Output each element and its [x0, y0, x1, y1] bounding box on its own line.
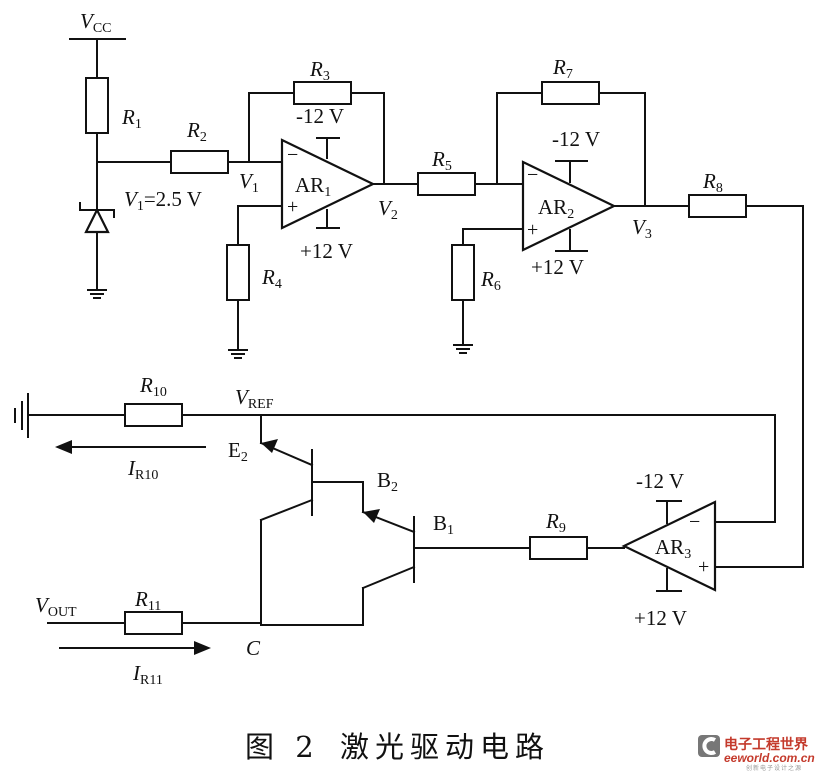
watermark-tagline: 创新电子设计之源 [746, 764, 802, 772]
resistor-r6 [451, 244, 475, 301]
e2-label: E2 [228, 438, 248, 465]
b1-label: B1 [433, 511, 454, 538]
watermark-brand-cn: 电子工程世界 [724, 736, 809, 753]
watermark-url: eeworld.com.cn [724, 751, 815, 765]
r6-label: R6 [480, 267, 501, 294]
opamp-ar2: AR2 − + -12 V +12 V [521, 127, 617, 279]
v2-label: V2 [378, 196, 398, 223]
v1-node-label: V1 [239, 169, 259, 196]
ar1-label: AR1 [295, 173, 331, 200]
transistor-q1 [361, 481, 531, 626]
r9-label: R9 [545, 509, 566, 536]
resistor-r7 [541, 81, 600, 105]
vref-label: VREF [235, 385, 274, 412]
r2-label: R2 [186, 118, 207, 145]
r1-label: R1 [121, 105, 142, 132]
r10-label: R10 [139, 373, 167, 400]
resistor-r1 [85, 77, 109, 134]
figure-number: 图 2 [245, 730, 320, 764]
resistor-r9 [529, 536, 588, 560]
ir10-label: IR10 [127, 456, 158, 483]
v1-reference-label: V1=2.5 V [124, 187, 202, 214]
ar1-inverting-sign: − [287, 144, 298, 166]
ground-symbol [228, 349, 248, 359]
ar2-inverting-sign: − [527, 164, 538, 186]
current-arrow-ir11 [59, 641, 211, 655]
r5-label: R5 [431, 147, 452, 174]
vcc-label: VCC [80, 9, 112, 36]
ir11-label: IR11 [132, 661, 163, 688]
ar3-label: AR3 [655, 535, 691, 562]
ar3-negative-supply: -12 V [636, 469, 684, 493]
ar3-positive-supply: +12 V [634, 606, 687, 630]
ar2-negative-supply: -12 V [552, 127, 600, 151]
current-arrow-ir10 [55, 440, 206, 454]
vout-label: VOUT [35, 593, 77, 620]
vcc-rail: VCC [69, 9, 126, 40]
v3-label: V3 [632, 215, 652, 242]
ground-symbol-horizontal [14, 393, 29, 438]
ground-symbol [87, 289, 107, 299]
ar2-label: AR2 [538, 195, 574, 222]
node-c-label: C [246, 636, 261, 660]
r4-label: R4 [261, 265, 282, 292]
resistor-r3 [293, 81, 352, 105]
ar2-positive-supply: +12 V [531, 255, 584, 279]
zener-diode [79, 202, 115, 234]
resistor-r5 [417, 172, 476, 196]
opamp-ar1: AR1 − + -12 V +12 V [280, 104, 376, 263]
figure-caption: 激光驱动电路 [340, 730, 550, 764]
r3-label: R3 [309, 57, 330, 84]
resistor-r4 [226, 244, 250, 301]
resistor-r2 [170, 150, 229, 174]
b2-label: B2 [377, 468, 398, 495]
opamp-ar3: AR3 − + -12 V +12 V [621, 469, 717, 630]
ar3-noninverting-sign: + [698, 556, 709, 578]
r8-label: R8 [702, 169, 723, 196]
ar1-positive-supply: +12 V [300, 239, 353, 263]
ar1-negative-supply: -12 V [296, 104, 344, 128]
resistor-r11 [124, 611, 183, 635]
r11-label: R11 [134, 587, 161, 614]
transistor-q2 [259, 414, 364, 522]
resistor-r8 [688, 194, 747, 218]
ar3-inverting-sign: − [689, 511, 700, 533]
eeworld-watermark: 电子工程世界 eeworld.com.cn 创新电子设计之源 [698, 735, 815, 772]
ar1-noninverting-sign: + [287, 196, 298, 218]
ar2-noninverting-sign: + [527, 219, 538, 241]
resistor-r10 [124, 403, 183, 427]
r7-label: R7 [552, 55, 573, 82]
ground-symbol [453, 344, 473, 354]
